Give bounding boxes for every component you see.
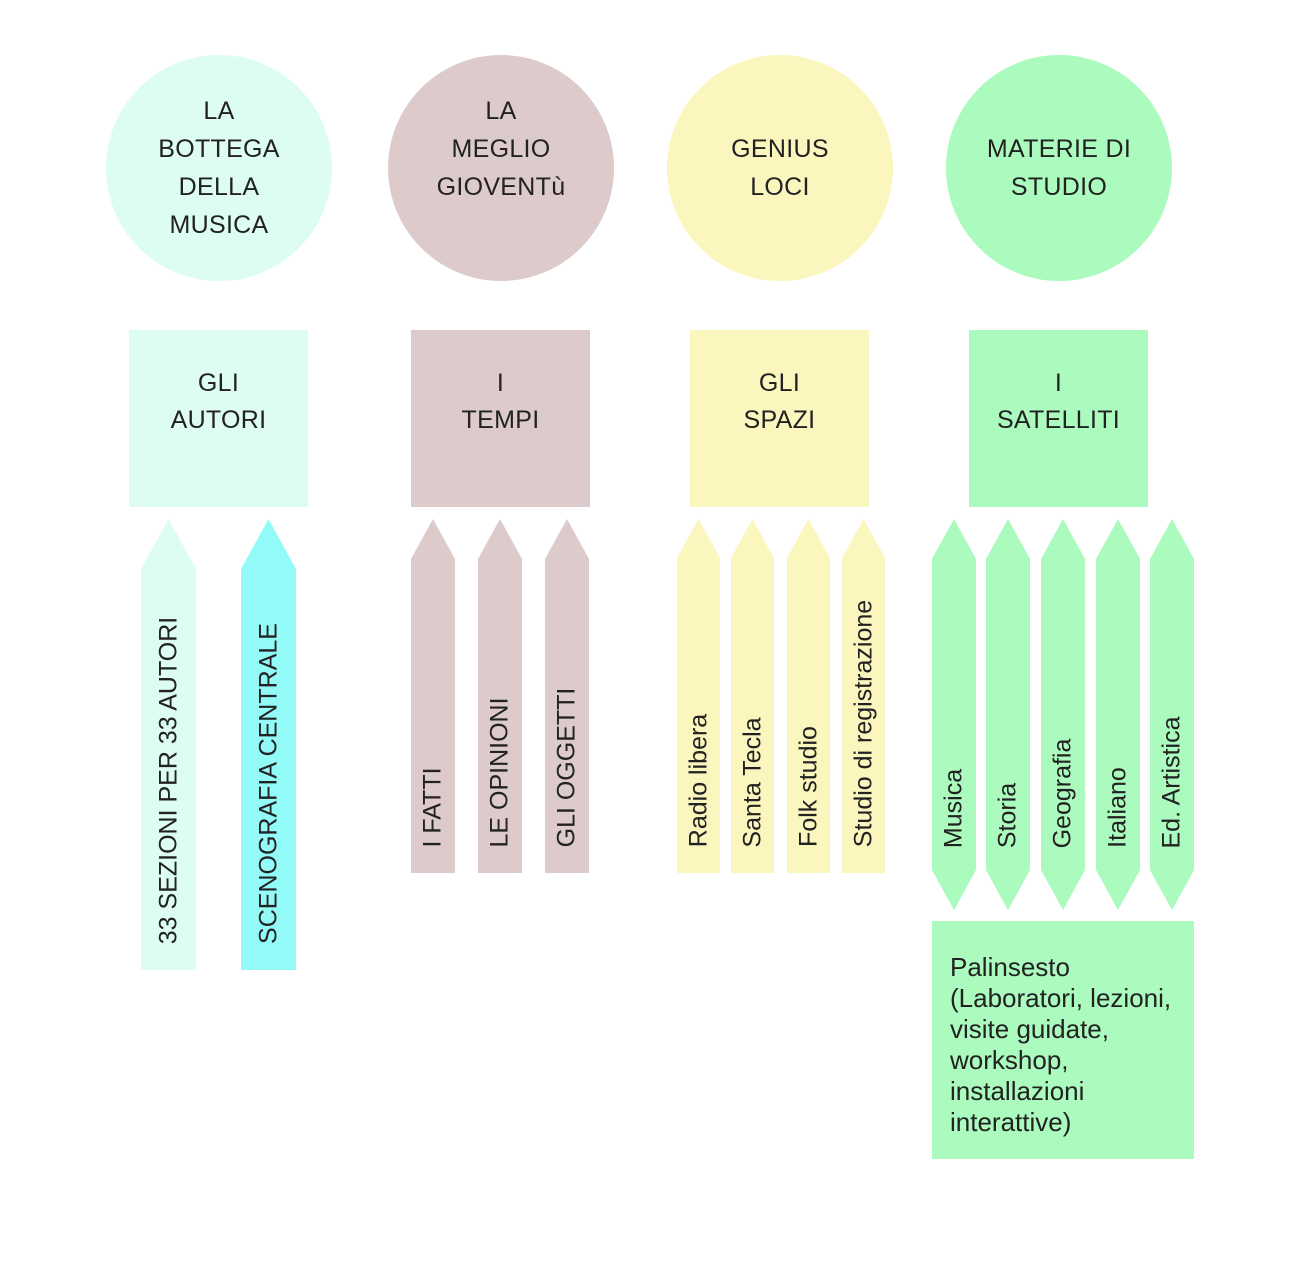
arrow-musica: Musica [932, 519, 976, 910]
arrow-label: Radio libera [684, 713, 712, 848]
circle-la-bottega-della-musica: LA BOTTEGA DELLA MUSICA [106, 55, 332, 281]
arrow-shape [411, 519, 455, 873]
arrow-geografia: Geografia [1041, 519, 1085, 910]
palinsesto-box: Palinsesto (Laboratori, lezioni, visite … [932, 921, 1194, 1159]
arrow-shape [677, 519, 720, 873]
arrow-shape [545, 519, 589, 873]
arrow-shape [787, 519, 830, 873]
square-gli-spazi: GLI SPAZI [690, 330, 869, 507]
arrow-scenografia-centrale: SCENOGRAFIA CENTRALE [241, 519, 296, 970]
arrow-storia: Storia [986, 519, 1030, 910]
arrow-shape [1096, 519, 1140, 910]
arrow-label: SCENOGRAFIA CENTRALE [254, 623, 282, 944]
arrow-label: Studio di registrazione [849, 599, 877, 848]
square-label: I SATELLITI [996, 368, 1121, 434]
arrow-shape [1150, 519, 1194, 910]
arrow-shape [241, 519, 296, 970]
arrow-shape [478, 519, 522, 873]
arrow-label: LE OPINIONI [485, 696, 514, 848]
arrow-label: GLI OGGETTI [552, 687, 581, 847]
arrow-shape [932, 519, 976, 910]
arrow-shape [1041, 519, 1085, 910]
arrow-santa-tecla: Santa Tecla [731, 519, 774, 873]
arrow-radio-libera: Radio libera [677, 519, 720, 873]
arrow-le-opinioni: LE OPINIONI [478, 519, 522, 873]
arrow-label: Italiano [1103, 767, 1132, 848]
circle-label: LA MEGLIO GIOVENTù [436, 97, 566, 201]
arrow-studio-di-registrazione: Studio di registrazione [842, 519, 885, 873]
circle-materie-di-studio: MATERIE DI STUDIO [946, 55, 1172, 281]
arrow-label: Geografia [1048, 738, 1077, 848]
square-label: GLI AUTORI [170, 368, 267, 434]
arrow-ed-artistica: Ed. Artistica [1150, 519, 1194, 910]
arrow-label: I FATTI [418, 766, 447, 848]
arrow-label: Ed. Artistica [1157, 716, 1186, 848]
arrow-shape [731, 519, 774, 873]
arrow-shape [842, 519, 885, 873]
palinsesto-text: Palinsesto (Laboratori, lezioni, visite … [950, 952, 1172, 1137]
circle-la-meglio-gioventu: LA MEGLIO GIOVENTù [388, 55, 614, 281]
arrow-33-sezioni: 33 SEZIONI PER 33 AUTORI [141, 519, 196, 970]
arrow-label: Folk studio [794, 726, 822, 847]
circle-label: MATERIE DI STUDIO [986, 135, 1132, 201]
arrow-folk-studio: Folk studio [787, 519, 830, 873]
arrow-gli-oggetti: GLI OGGETTI [545, 519, 589, 873]
circle-label: LA BOTTEGA DELLA MUSICA [158, 97, 280, 239]
arrow-label: Santa Tecla [738, 716, 766, 848]
square-i-satelliti: I SATELLITI [969, 330, 1148, 507]
arrow-i-fatti: I FATTI [411, 519, 455, 873]
circle-label: GENIUS LOCI [731, 135, 829, 201]
square-label: GLI SPAZI [743, 368, 816, 434]
arrow-shape [141, 519, 196, 970]
arrow-label: Storia [993, 782, 1022, 849]
square-gli-autori: GLI AUTORI [129, 330, 308, 507]
arrow-label: Musica [939, 768, 968, 849]
arrow-italiano: Italiano [1096, 519, 1140, 910]
square-label: I TEMPI [461, 368, 540, 434]
circle-genius-loci: GENIUS LOCI [667, 55, 893, 281]
arrow-shape [986, 519, 1030, 910]
arrow-label: 33 SEZIONI PER 33 AUTORI [154, 616, 182, 945]
square-i-tempi: I TEMPI [411, 330, 590, 507]
